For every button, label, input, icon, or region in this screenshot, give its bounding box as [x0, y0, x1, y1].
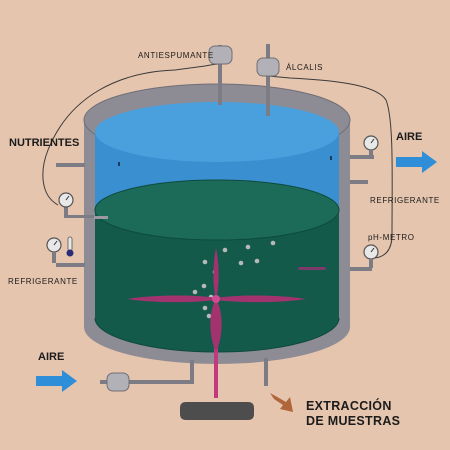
label-nutrientes: NUTRIENTES — [9, 137, 79, 149]
left-gauge-pipe — [64, 215, 94, 218]
impeller-blade-left — [127, 295, 216, 303]
label-extraccion: EXTRACCIÓN — [306, 398, 392, 413]
bubble — [254, 258, 260, 264]
impeller-blade-up — [213, 248, 219, 299]
left-pipe-upper — [56, 163, 85, 167]
label-antiespumante: ANTIESPUMANTE — [138, 51, 214, 60]
sample-extraction-arrow-icon — [270, 393, 293, 412]
bubble — [201, 283, 207, 289]
impeller-blade-right — [216, 295, 306, 303]
label-alcalis: ÁLCALIS — [286, 63, 323, 72]
bubble — [202, 305, 208, 311]
alkali-pipe — [266, 44, 270, 116]
bubble — [270, 240, 276, 246]
label-refrigerante-right: REFRIGERANTE — [370, 196, 440, 205]
ph-meter-icon — [363, 244, 379, 268]
impeller-blade-down — [210, 299, 222, 352]
air-outlet-arrow-icon — [396, 151, 437, 173]
label-de-muestras: DE MUESTRAS — [306, 414, 400, 428]
right-pipe-lower — [350, 267, 372, 271]
right-pressure-gauge-icon — [363, 135, 379, 158]
impeller — [127, 248, 306, 398]
label-aire-out: AIRE — [396, 131, 422, 143]
sample-pipe — [264, 358, 268, 386]
alkali-valve — [256, 44, 280, 116]
thermometer-icon — [66, 236, 74, 257]
bubble — [222, 247, 228, 253]
liquid-surface — [95, 180, 339, 240]
bubble — [202, 259, 208, 265]
temp-gauge-stem — [52, 252, 56, 263]
probe-mark-left — [118, 162, 120, 166]
right-pipe-upper — [350, 155, 374, 159]
baffle — [298, 267, 326, 270]
label-aire-in: AIRE — [38, 351, 64, 363]
antifoam-valve — [208, 45, 233, 105]
antifoam-valve-body — [208, 45, 233, 65]
impeller-hub — [212, 295, 220, 303]
label-ph-metro: pH-METRO — [368, 233, 415, 242]
pressure-gauge-icon — [58, 192, 74, 208]
temperature-gauge-icon — [46, 237, 62, 253]
motor-base — [180, 402, 254, 420]
label-refrigerante-left: REFRIGERANTE — [8, 277, 78, 286]
air-inlet-arrow-icon — [36, 370, 77, 392]
probe-mark-right — [330, 156, 332, 160]
bubble — [192, 289, 198, 295]
air-inlet-pipe — [100, 380, 193, 384]
antifoam-pipe — [218, 45, 222, 105]
left-probe — [94, 216, 108, 219]
bubble — [206, 313, 212, 319]
nutrient-control-wire — [42, 63, 221, 206]
alkali-valve-body — [256, 57, 280, 77]
bubble — [238, 260, 244, 266]
air-valve-body — [106, 372, 130, 392]
air-inlet-riser — [190, 360, 194, 384]
bubble — [245, 244, 251, 250]
liquid-surface-edge — [94, 179, 340, 241]
left-pipe-lower — [56, 263, 85, 267]
headspace-top-surface — [95, 102, 339, 162]
right-pipe-mid — [350, 180, 368, 184]
ph-control-wire — [267, 75, 393, 259]
left-gauge-stem — [64, 207, 68, 218]
